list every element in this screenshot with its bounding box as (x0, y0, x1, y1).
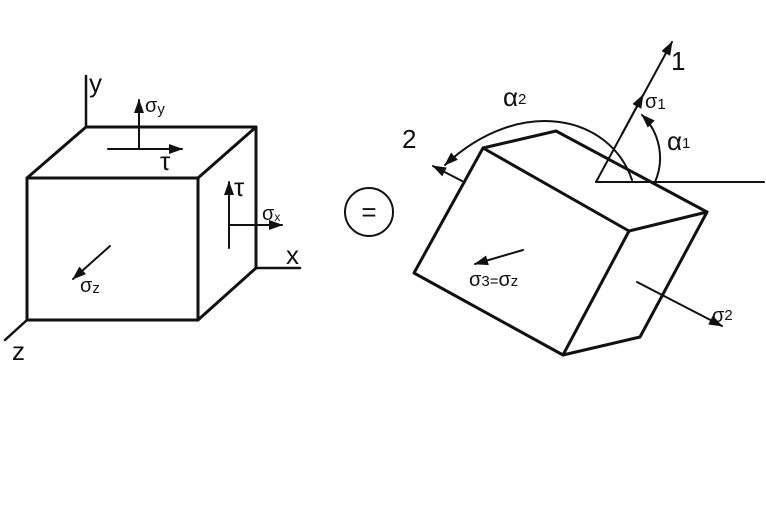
x-axis-label: x (286, 240, 299, 270)
sigma-1-arrow (621, 94, 644, 135)
left-axes: y x z (3, 68, 302, 366)
alpha-2-arc (444, 120, 633, 181)
sigma-1-label: σ1 (645, 91, 666, 113)
cube-top-face (25, 125, 258, 180)
cube-right-face (196, 125, 258, 322)
tau-side-label: τ (234, 172, 245, 202)
equals-circle (344, 187, 394, 237)
equals-sign: = (361, 197, 376, 227)
alpha-1-label: α1 (667, 126, 690, 156)
block-right-face (561, 210, 709, 357)
direction-1-label: 1 (671, 46, 685, 76)
sigma-x-label: σx (262, 203, 280, 225)
alpha-1-arc (641, 114, 662, 183)
sigma-z-label: σz (80, 275, 100, 297)
sigma-y-label: σy (145, 95, 165, 118)
left-stress-cube (25, 125, 258, 322)
z-axis-label: z (12, 336, 25, 366)
direction-2-line (432, 165, 463, 182)
alpha-2-label: α2 (503, 82, 526, 112)
tau-top-label: τ (160, 146, 171, 176)
sigma-2-arrow (636, 281, 723, 327)
z-axis-line (3, 318, 29, 342)
sigma-z-arrow (72, 245, 111, 280)
right-principal-block (412, 129, 709, 357)
sigma-3-label: σ3=σz (469, 269, 518, 291)
sigma-2-label: σ2 (712, 305, 733, 327)
y-axis-label: y (89, 68, 102, 98)
cube-front-face (25, 176, 200, 322)
direction-2-label: 2 (402, 124, 416, 154)
block-top-face (481, 129, 709, 233)
sigma-3-arrow (474, 249, 524, 266)
